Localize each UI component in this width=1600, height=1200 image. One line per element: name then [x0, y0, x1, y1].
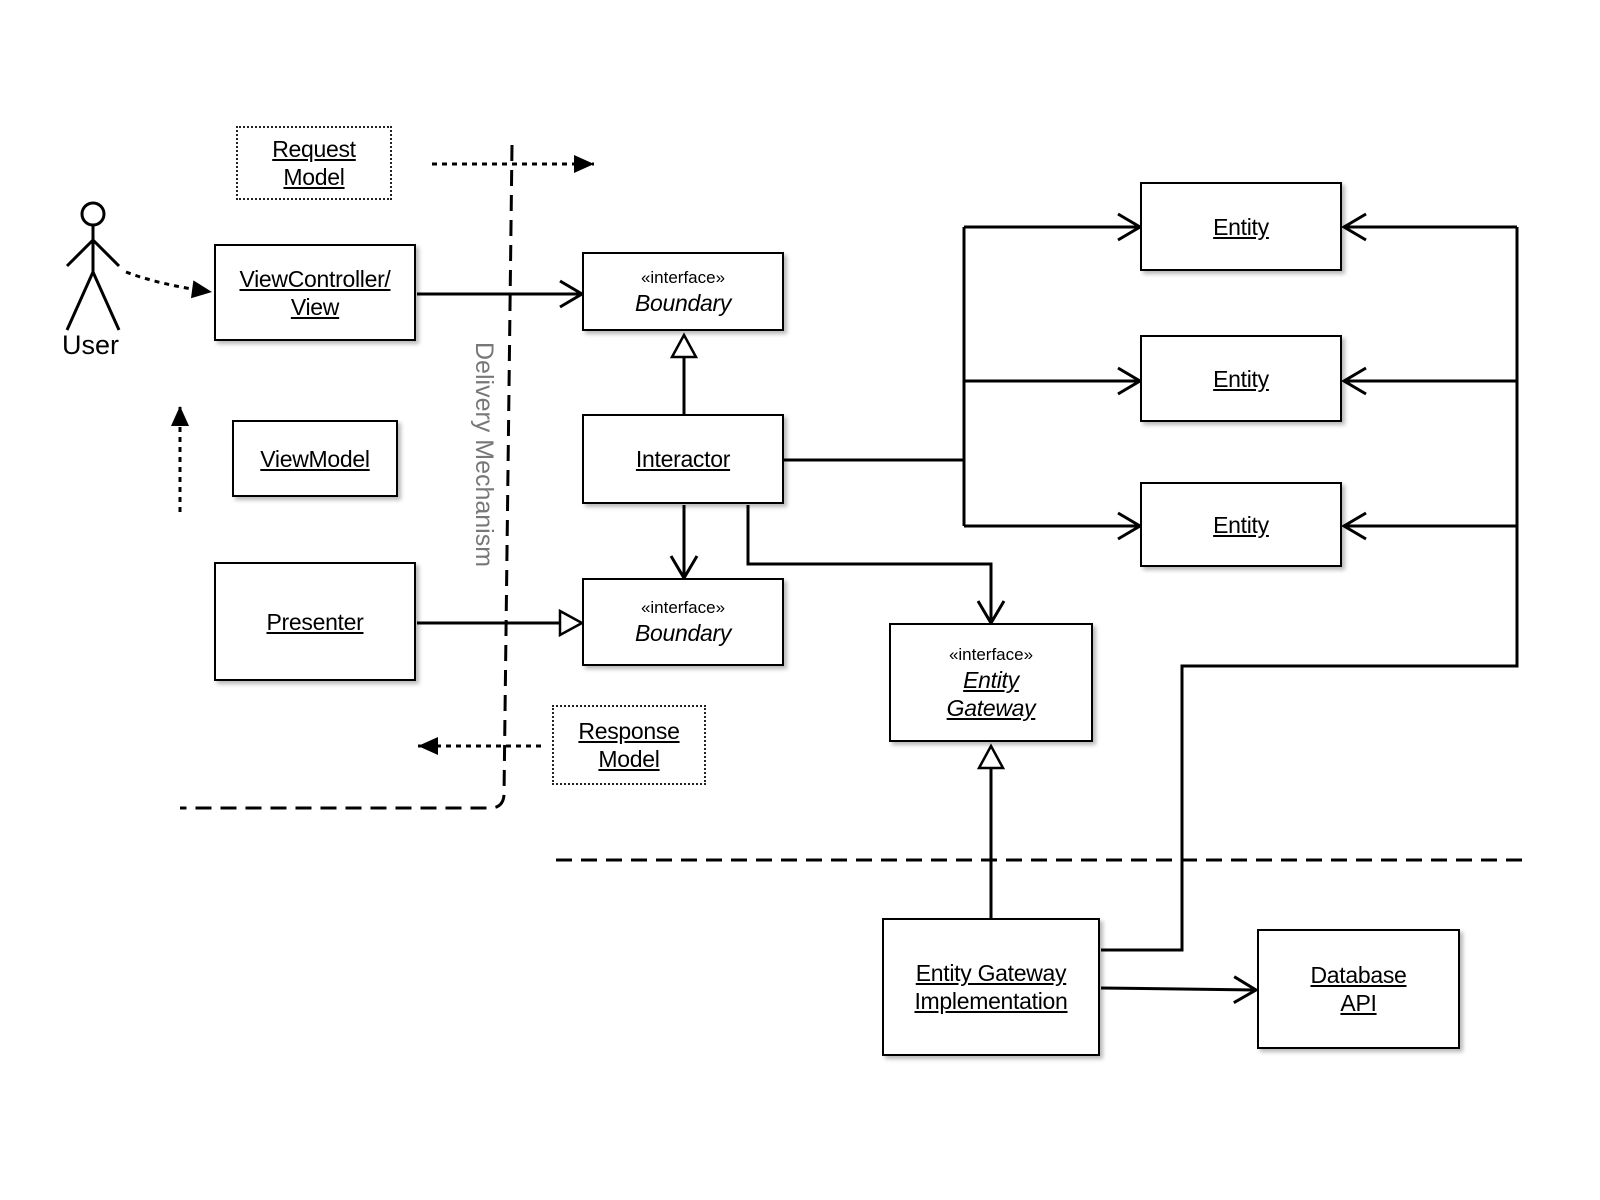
- user-actor-label: User: [62, 330, 120, 360]
- input-boundary-box: «interface» Boundary: [582, 252, 784, 331]
- input-boundary-stereotype: «interface»: [640, 267, 726, 287]
- output-boundary-name: Boundary: [634, 620, 732, 646]
- presenter-label: Presenter: [266, 608, 364, 635]
- user-actor-icon: [65, 201, 121, 331]
- impl-to-database-arrow: [1100, 975, 1259, 1005]
- entity-gateway-stereotype: «interface»: [948, 644, 1034, 664]
- entity-gateway-impl-label: Entity Gateway Implementation: [914, 960, 1068, 1014]
- entity-label-3: Entity: [1213, 511, 1269, 538]
- request-model-box: Request Model: [236, 126, 392, 200]
- entity-gateway-name: Entity Gateway: [946, 666, 1036, 721]
- presenter-box: Presenter: [214, 562, 416, 681]
- entity-label-1: Entity: [1213, 213, 1269, 240]
- entity-gateway-impl-box: Entity Gateway Implementation: [882, 918, 1100, 1056]
- database-api-label: Database API: [1310, 962, 1407, 1016]
- response-model-box: Response Model: [552, 705, 706, 785]
- impl-to-entities-bus: [1101, 227, 1519, 952]
- entity-box-2: Entity: [1140, 335, 1342, 422]
- entity-label-2: Entity: [1213, 365, 1269, 392]
- view-model-box: ViewModel: [232, 420, 398, 497]
- entity-box-1: Entity: [1140, 182, 1342, 271]
- user-to-view-arrow: [125, 270, 213, 299]
- interactor-to-gateway-arrow: [746, 505, 1006, 626]
- entity-box-3: Entity: [1140, 482, 1342, 567]
- view-controller-label: ViewController/ View: [239, 265, 391, 320]
- interactor-label: Interactor: [635, 446, 731, 472]
- delivery-mechanism-label: Delivery Mechanism: [470, 342, 498, 568]
- interactor-box: Interactor: [582, 414, 784, 504]
- request-model-label: Request Model: [272, 136, 356, 190]
- view-model-label: ViewModel: [260, 445, 370, 472]
- entity-gateway-box: «interface» Entity Gateway: [889, 623, 1093, 742]
- input-boundary-name: Boundary: [634, 289, 732, 316]
- output-boundary-stereotype: «interface»: [640, 598, 726, 617]
- view-controller-box: ViewController/ View: [214, 244, 416, 341]
- output-boundary-box: «interface» Boundary: [582, 578, 784, 666]
- delivery-boundary-line: [180, 144, 514, 810]
- database-api-box: Database API: [1257, 929, 1460, 1049]
- response-model-label: Response Model: [578, 718, 680, 772]
